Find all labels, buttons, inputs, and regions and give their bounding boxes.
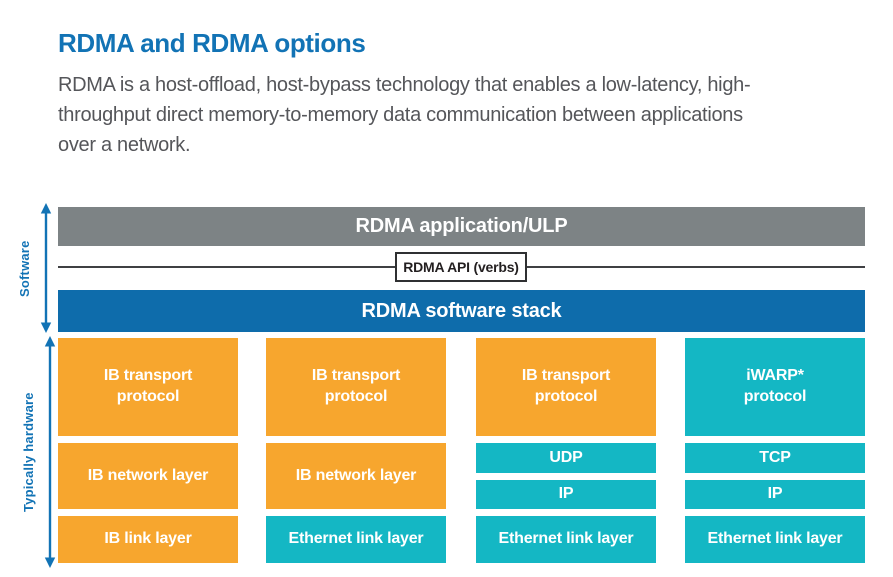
double-arrow-hardware-icon (44, 336, 56, 568)
box-label: iWARP* protocol (743, 367, 807, 405)
box-ethernet-link-col3: Ethernet link layer (476, 516, 656, 563)
software-section-label: Software (17, 240, 32, 298)
box-label: IB transport protocol (521, 367, 611, 405)
box-ip-col3: IP (476, 480, 656, 509)
box-ib-transport-col2: IB transport protocol (266, 338, 446, 436)
application-bar: RDMA application/ULP (58, 207, 865, 246)
box-label: IB transport protocol (103, 367, 193, 405)
box-label: IP (767, 485, 783, 503)
box-label: Ethernet link layer (707, 530, 843, 548)
box-iwarp-protocol-col4: iWARP* protocol (685, 338, 865, 436)
box-label: TCP (759, 448, 791, 466)
hardware-section-label: Typically hardware (21, 392, 36, 512)
box-label: UDP (549, 448, 583, 466)
double-arrow-software-icon (40, 203, 52, 333)
box-label: IB link layer (104, 530, 192, 548)
box-ib-network-col2: IB network layer (266, 443, 446, 509)
box-ethernet-link-col2: Ethernet link layer (266, 516, 446, 563)
box-label: IB network layer (295, 466, 417, 484)
software-stack-bar: RDMA software stack (58, 290, 865, 332)
box-ib-transport-col3: IB transport protocol (476, 338, 656, 436)
intro-paragraph: RDMA is a host-offload, host-bypass tech… (58, 74, 751, 156)
page-title: RDMA and RDMA options (58, 28, 366, 58)
box-ib-link-col1: IB link layer (58, 516, 238, 563)
box-label: IP (558, 485, 574, 503)
box-udp-col3: UDP (476, 443, 656, 473)
box-ip-col4: IP (685, 480, 865, 509)
box-tcp-col4: TCP (685, 443, 865, 473)
box-ethernet-link-col4: Ethernet link layer (685, 516, 865, 563)
box-ib-network-col1: IB network layer (58, 443, 238, 509)
box-label: Ethernet link layer (288, 530, 424, 548)
box-ib-transport-col1: IB transport protocol (58, 338, 238, 436)
box-label: Ethernet link layer (498, 530, 634, 548)
box-label: IB transport protocol (311, 367, 401, 405)
api-box: RDMA API (verbs) (395, 252, 527, 282)
box-label: IB network layer (87, 466, 209, 484)
